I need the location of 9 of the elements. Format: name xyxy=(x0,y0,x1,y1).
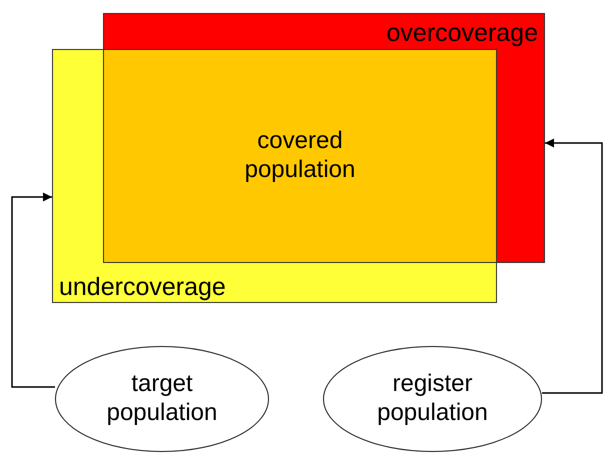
arrow xyxy=(11,192,55,388)
node-label: covered population xyxy=(244,127,356,185)
region-label: undercoverage xyxy=(59,272,226,302)
node-label: target population xyxy=(106,370,218,428)
overlap-box xyxy=(103,49,497,263)
coverage-box xyxy=(52,49,497,303)
node-label: register population xyxy=(376,370,489,428)
arrow xyxy=(542,138,603,394)
region-label: overcoverage xyxy=(386,18,538,48)
